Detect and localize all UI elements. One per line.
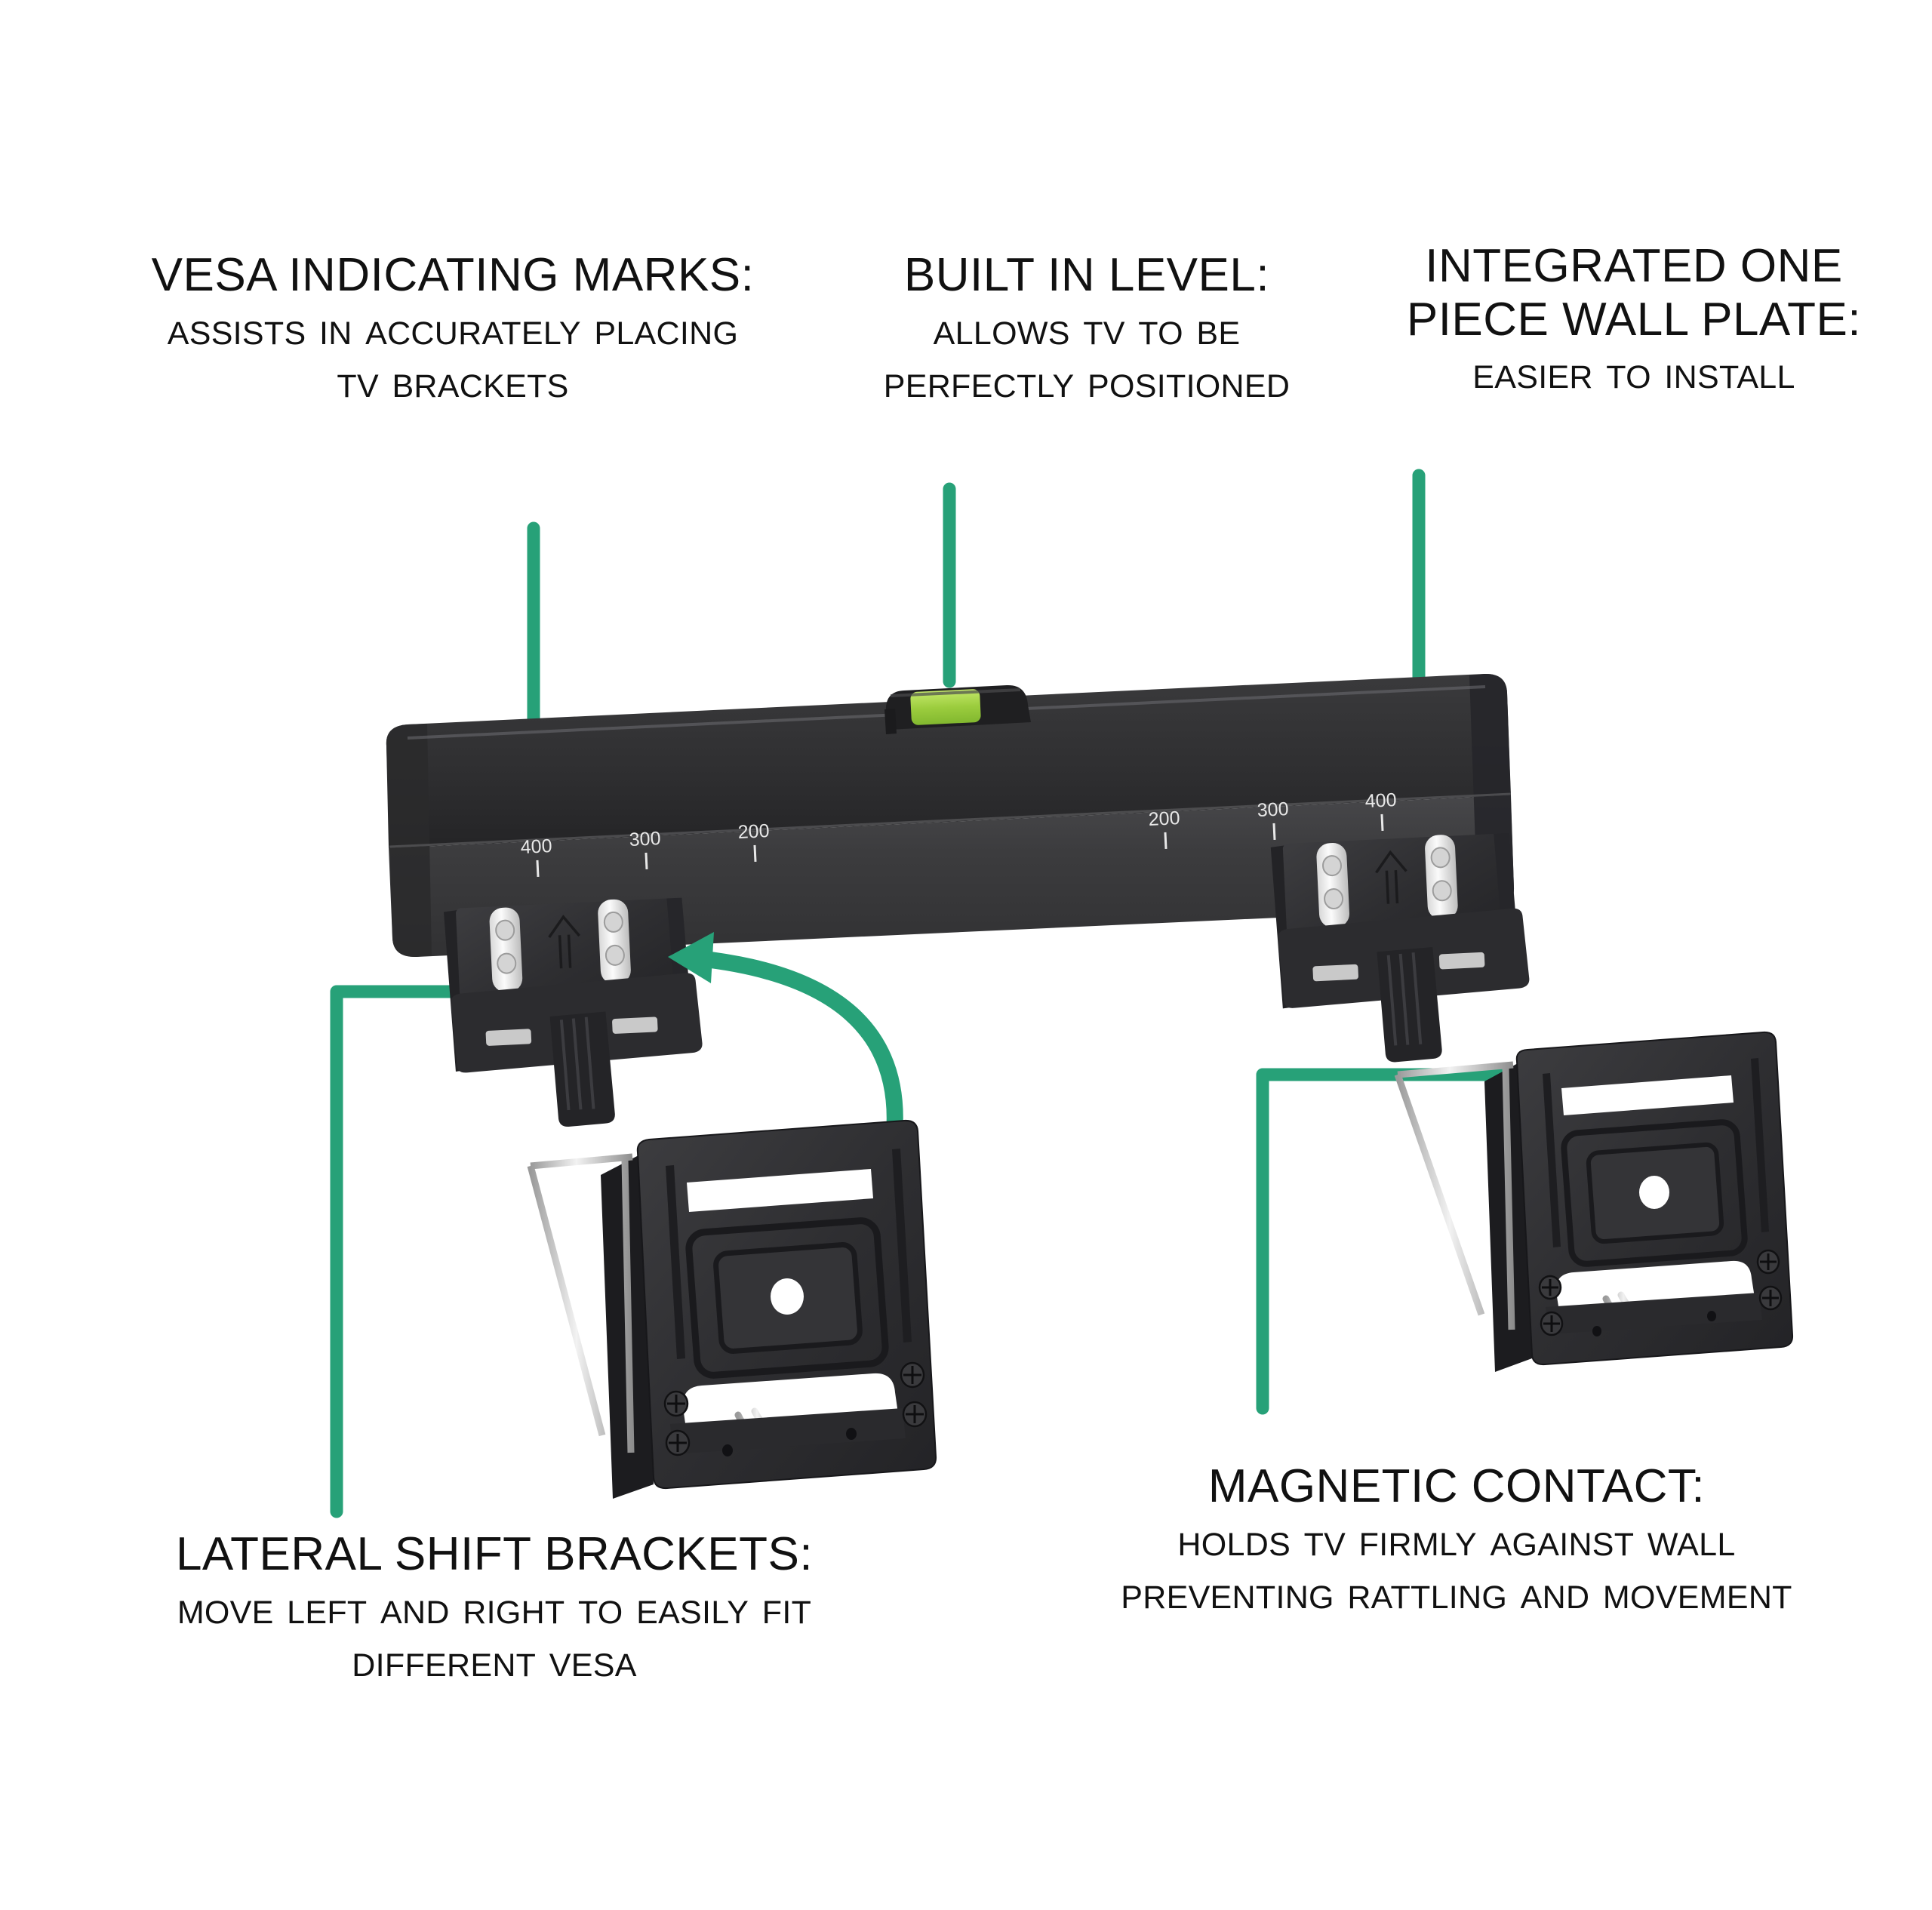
plate-top-slot	[687, 1169, 873, 1212]
callout-body-line-2: perfectly positioned	[883, 355, 1291, 408]
plate-top-slot	[1561, 1075, 1734, 1115]
vesa-mark-right-300: 300	[1257, 798, 1289, 841]
callout-integrated-one-piece-wall-plate: INTEGRATED ONE PIECE WALL PLATE: Easier …	[1336, 240, 1932, 400]
bracket-up-arrow-icon	[1375, 850, 1407, 904]
vesa-mark-right-400: 400	[1364, 789, 1397, 832]
callout-lateral-shift-brackets: LATERAL SHIFT BRACKETS: Move left and ri…	[57, 1528, 932, 1688]
callout-body-line-1: Move left and right to easily fit	[177, 1581, 812, 1634]
vesa-marks-left: 400 300 200	[520, 820, 770, 878]
vesa-mark-label: 200	[737, 820, 770, 843]
wall-plate-upper-band	[386, 673, 1511, 848]
plate-center-hole	[1639, 1176, 1669, 1209]
vesa-mark-left-300: 300	[629, 828, 661, 870]
callout-body-line-2: TV brackets	[337, 355, 569, 408]
bracket-clip-right	[1438, 952, 1485, 970]
callout-heading: VESA INDICATING MARKS:	[151, 249, 755, 301]
vesa-marks-right: 200 300 400	[1148, 789, 1397, 850]
bracket-slot-tabs	[489, 899, 631, 992]
leader-line-magnetic-contact	[1256, 1068, 1620, 1415]
bubble-level-foot-left	[884, 709, 897, 734]
plate-wire-hook	[1394, 1061, 1515, 1330]
curved-arrow-shaft	[690, 950, 903, 1142]
plate-pilot-holes	[722, 1428, 857, 1456]
bracket-clip-left	[1312, 964, 1358, 982]
bracket-tongue-groove	[559, 1017, 595, 1111]
bubble-level-vial	[910, 689, 981, 725]
callout-body-line-1: Easier to Install	[1472, 346, 1795, 399]
vesa-mark-label: 200	[1148, 807, 1180, 830]
plate-center-boss-outer	[685, 1217, 889, 1379]
bubble-level-shine	[890, 688, 1021, 697]
bracket-slot-tabs	[1316, 835, 1458, 928]
bracket-tongue-groove	[1386, 952, 1423, 1046]
curved-arrow-head	[668, 932, 714, 983]
plate-bottom-rail	[1546, 1293, 1762, 1334]
plate-groove-left	[1543, 1073, 1561, 1247]
plate-center-hole	[771, 1278, 804, 1315]
plate-groove-right	[892, 1149, 912, 1343]
bracket-up-arrow-icon	[548, 915, 580, 969]
plate-screw-slots	[1542, 1253, 1779, 1332]
plate-screw-slots	[667, 1366, 924, 1452]
plate-center-boss-outer	[1561, 1119, 1748, 1267]
callout-heading-line-1: INTEGRATED ONE	[1425, 240, 1843, 292]
plate-groove-right	[1751, 1058, 1769, 1232]
bracket-center-tongue	[1377, 946, 1442, 1063]
lateral-shift-bracket-left	[443, 897, 703, 1127]
callout-heading: MAGNETIC CONTACT:	[1208, 1460, 1706, 1512]
lateral-shift-bracket-right	[1270, 833, 1530, 1063]
vesa-mounting-plate-right	[1394, 1031, 1794, 1372]
bracket-clip-right	[612, 1017, 658, 1034]
plate-pilot-holes	[1592, 1311, 1716, 1336]
callout-vesa-indicating-marks: VESA INDICATING MARKS: Assists in accura…	[75, 249, 830, 409]
vesa-mark-left-400: 400	[520, 835, 552, 878]
wall-plate-left-cap	[386, 724, 432, 958]
callout-body-line-2: different VESA	[352, 1635, 637, 1687]
plate-bottom-rail	[670, 1408, 906, 1454]
vesa-mark-left-200: 200	[737, 820, 770, 863]
callout-body-line-1: Holds TV firmly against wall	[1177, 1513, 1736, 1566]
bracket-clip-left	[485, 1029, 532, 1046]
callout-body-line-1: Allows TV to be	[933, 302, 1241, 355]
callout-body-line-1: Assists in accurately placing	[167, 302, 739, 355]
bubble-level	[884, 684, 1031, 734]
leader-line-lateral-shift	[330, 985, 485, 1518]
callout-heading: BUILT IN LEVEL:	[903, 249, 1270, 301]
vesa-mark-label: 400	[1364, 789, 1397, 812]
plate-wire-hook	[527, 1153, 635, 1453]
vesa-mounting-plate-center	[527, 1119, 937, 1499]
callout-heading: LATERAL SHIFT BRACKETS:	[175, 1528, 814, 1580]
wall-plate-seam	[389, 792, 1512, 848]
vesa-mark-label: 400	[520, 835, 552, 858]
vesa-mark-right-200: 200	[1148, 807, 1180, 850]
callout-heading-line-2: PIECE WALL PLATE:	[1406, 293, 1862, 346]
plate-groove-left	[666, 1165, 685, 1359]
vesa-mark-label: 300	[1257, 798, 1289, 821]
callout-magnetic-contact: MAGNETIC CONTACT: Holds TV firmly agains…	[981, 1460, 1932, 1620]
vesa-mark-label: 300	[629, 828, 661, 850]
callout-built-in-level: BUILT IN LEVEL: Allows TV to be perfectl…	[830, 249, 1343, 409]
callout-body-line-2: preventing rattling and movement	[1121, 1567, 1792, 1619]
curved-arrow-icon	[668, 932, 903, 1142]
bracket-center-tongue	[549, 1011, 615, 1127]
